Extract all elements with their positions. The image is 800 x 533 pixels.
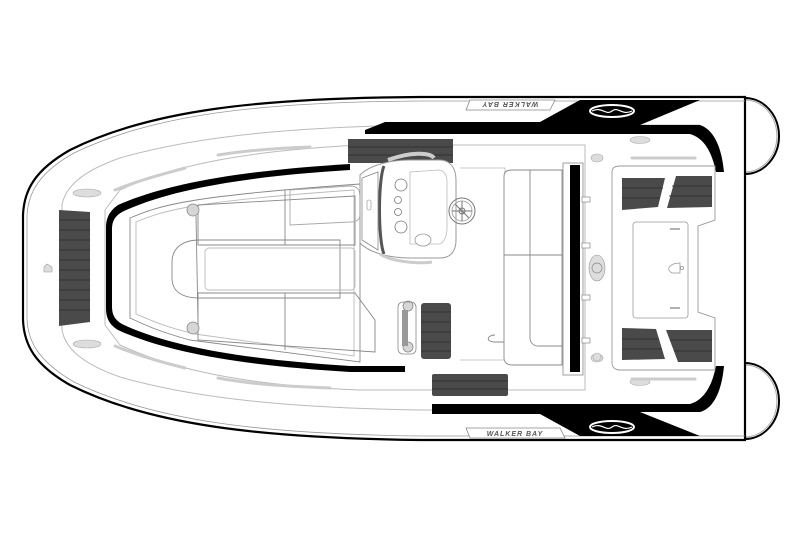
transom-hatch [632,221,689,319]
brand-text-bottom: WALKER BAY [487,431,544,438]
bench-backrest [570,165,580,372]
backrest-brackets [581,196,591,344]
gauge-icon [394,220,408,234]
side-locker [397,301,417,355]
hull-graphic-top [365,100,724,172]
brand-label-bottom: WALKER BAY [465,427,566,439]
stern-platform [611,165,716,371]
console-gauges [394,178,408,234]
bow-light-icon [43,263,53,273]
gauge-icon [394,208,402,216]
brand-label-top: WALKER BAY [465,99,556,111]
hull-graphic-bottom [432,366,724,436]
side-deck-pad-bottom [432,374,508,396]
gauge-icon [394,196,402,204]
cleat-lines [195,215,199,323]
gauge-icon [394,178,408,192]
steering-wheel-icon [448,197,476,225]
stern-pontoon-top [744,97,780,175]
bench-frame [562,162,584,376]
console-step-pad [421,303,451,359]
brand-text-top: WALKER BAY [481,100,538,107]
center-console [359,151,457,265]
center-drain [588,254,606,282]
stern-fittings [592,352,602,362]
hull-inner-line [26,100,745,437]
stern-deck-pads [622,176,712,362]
aft-bench-seat [487,169,563,366]
side-deck-pad-top [348,139,453,163]
stern-pontoon-bottom [744,362,780,440]
bow-deck-pad [59,210,90,326]
rub-strips [113,145,697,390]
